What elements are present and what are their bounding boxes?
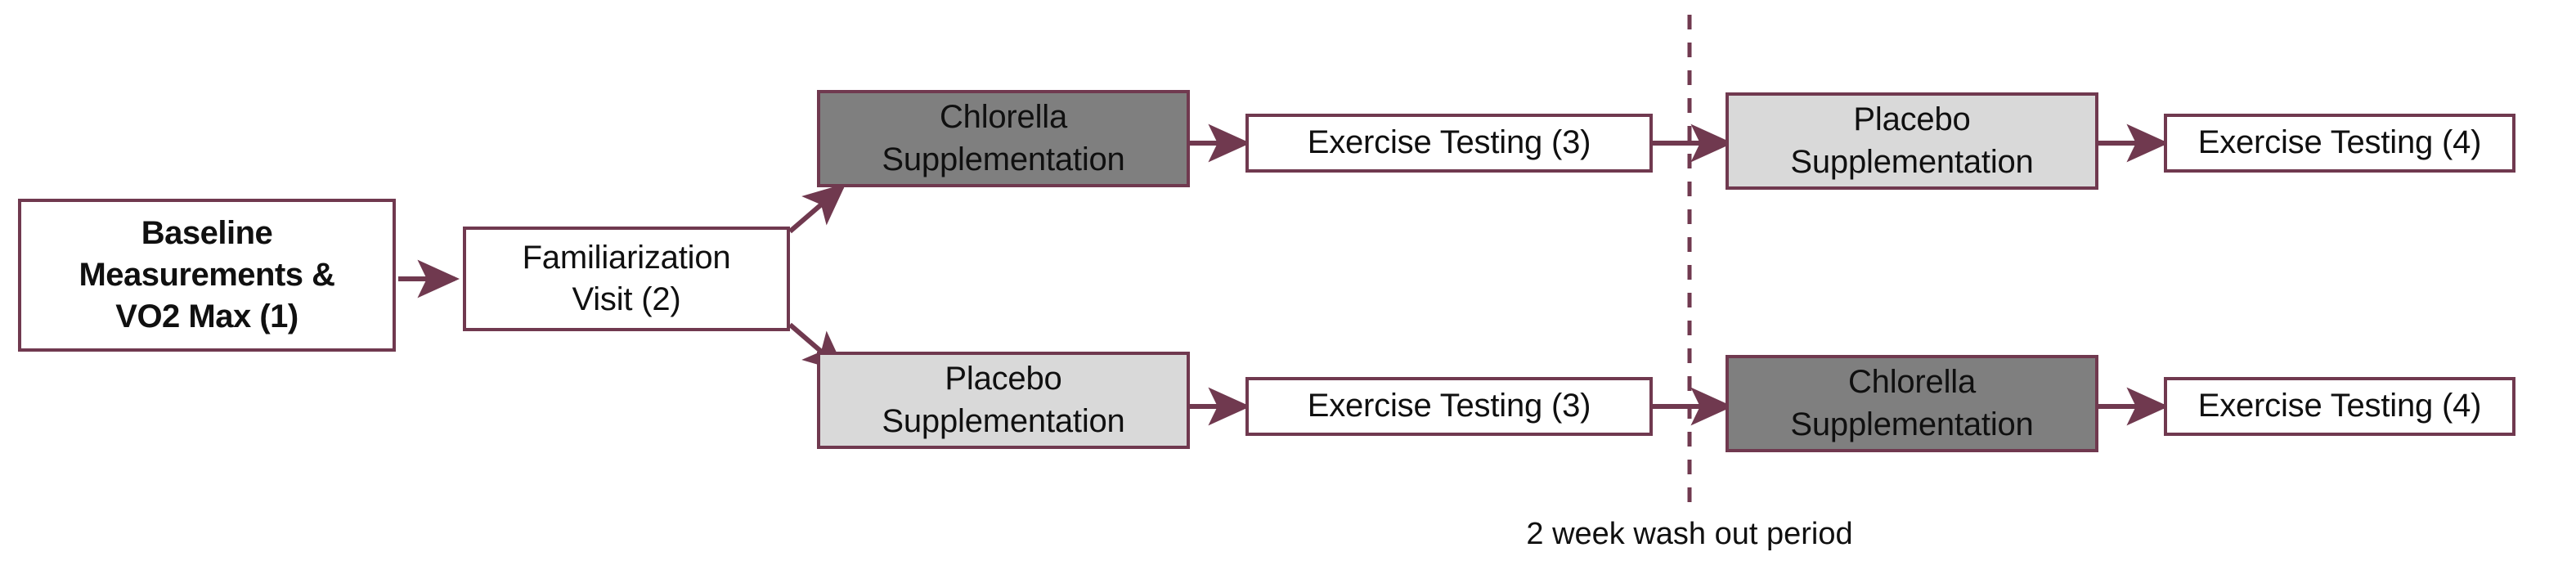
node-arm-a-test1-label: Exercise Testing (3) bbox=[1307, 124, 1591, 161]
node-arm-a-test2-label: Exercise Testing (4) bbox=[2197, 124, 2482, 161]
node-arm-a-exercise-testing-3[interactable]: Exercise Testing (3) bbox=[1245, 114, 1653, 173]
node-arm-a-placebo-supplementation[interactable]: Placebo Supplementation bbox=[1726, 92, 2098, 190]
washout-period-label: 2 week wash out period bbox=[1526, 517, 1853, 551]
node-baseline-measurements[interactable]: Baseline Measurements & VO2 Max (1) bbox=[18, 199, 396, 352]
node-baseline-measurements-label: Baseline Measurements & VO2 Max (1) bbox=[79, 214, 335, 335]
node-arm-b-period2-label: Chlorella Supplementation bbox=[1790, 364, 2034, 442]
node-arm-b-placebo-supplementation[interactable]: Placebo Supplementation bbox=[817, 352, 1190, 449]
node-arm-a-period2-label: Placebo Supplementation bbox=[1790, 101, 2034, 180]
node-arm-b-exercise-testing-4[interactable]: Exercise Testing (4) bbox=[2164, 377, 2515, 436]
node-arm-a-period1-label: Chlorella Supplementation bbox=[882, 99, 1125, 177]
node-arm-b-test1-label: Exercise Testing (3) bbox=[1307, 388, 1591, 424]
node-arm-b-period1-label: Placebo Supplementation bbox=[882, 361, 1125, 439]
node-arm-a-exercise-testing-4[interactable]: Exercise Testing (4) bbox=[2164, 114, 2515, 173]
node-familiarization-visit-label: Familiarization Visit (2) bbox=[522, 239, 731, 317]
node-arm-b-chlorella-supplementation[interactable]: Chlorella Supplementation bbox=[1726, 355, 2098, 452]
node-arm-b-exercise-testing-3[interactable]: Exercise Testing (3) bbox=[1245, 377, 1653, 436]
washout-period-caption: 2 week wash out period bbox=[1444, 517, 1935, 552]
arrow-familiarization-to-arm-a bbox=[788, 183, 846, 234]
node-arm-a-chlorella-supplementation[interactable]: Chlorella Supplementation bbox=[817, 90, 1190, 187]
node-arm-b-test2-label: Exercise Testing (4) bbox=[2197, 388, 2482, 424]
node-familiarization-visit[interactable]: Familiarization Visit (2) bbox=[463, 227, 790, 331]
